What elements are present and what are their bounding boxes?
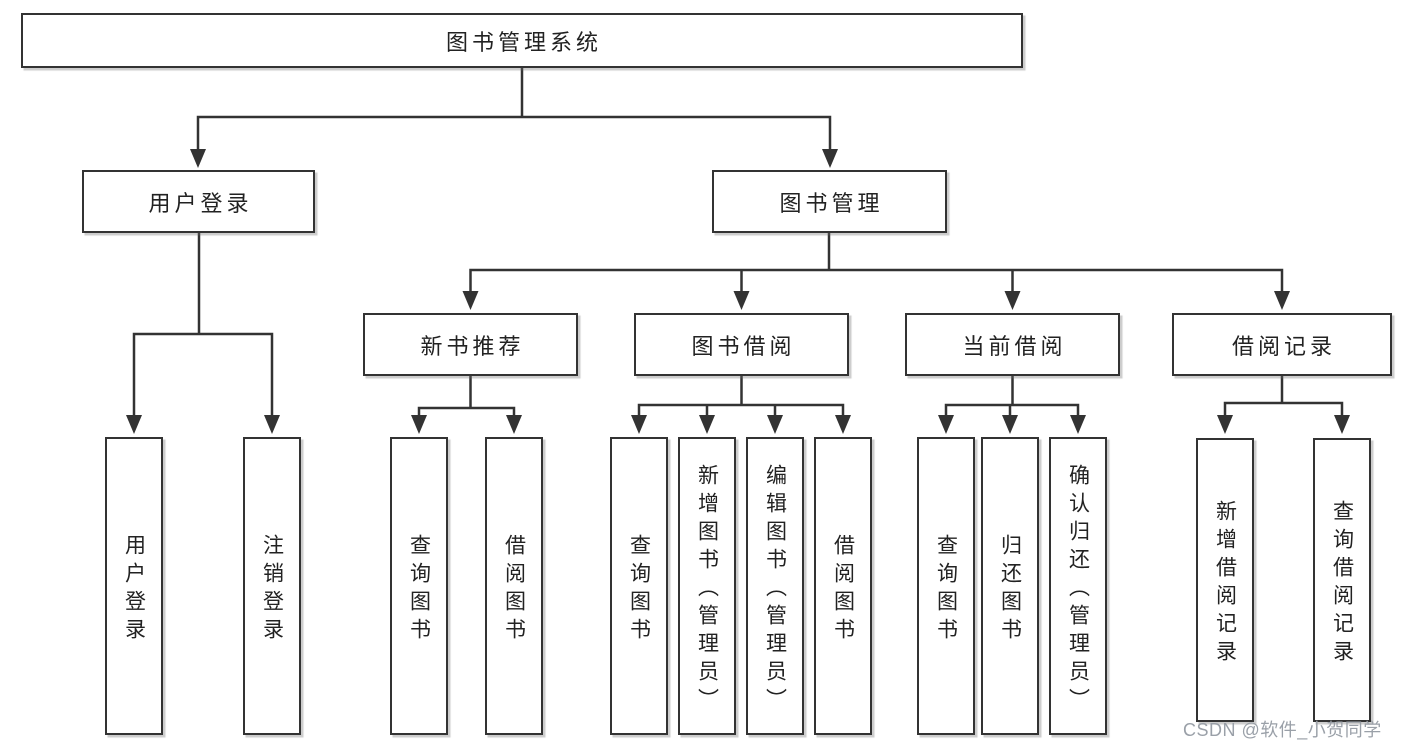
arrowhead-icon <box>506 415 522 434</box>
node-book-management: 图书管理 <box>712 170 947 233</box>
connector-user-login-to-leaves <box>132 233 274 416</box>
node-label: 图书管理 <box>779 190 884 216</box>
leaf-query-borrow-record: 查询借阅记录 <box>1313 438 1371 722</box>
node-current-borrowing: 当前借阅 <box>905 313 1120 376</box>
node-label: 新增借阅记录 <box>1213 499 1237 668</box>
arrowhead-icon <box>1070 415 1086 434</box>
arrowheads <box>126 149 1350 434</box>
node-user-login: 用户登录 <box>82 170 315 233</box>
node-label: 注销登录 <box>260 533 284 646</box>
node-borrowing-records: 借阅记录 <box>1172 313 1392 376</box>
leaf-query-books-recommend: 查询图书 <box>390 437 448 735</box>
node-label: 查询图书 <box>627 533 651 646</box>
node-label: 查询图书 <box>407 533 431 646</box>
arrowhead-icon <box>938 415 954 434</box>
arrowhead-icon <box>126 415 142 434</box>
connector-borrow-record-to-leaves <box>1223 376 1344 416</box>
leaf-query-books-current: 查询图书 <box>917 437 975 735</box>
node-label: 用户登录 <box>148 190 253 216</box>
connector-book-mgmt-to-level3 <box>469 233 1284 292</box>
csdn-watermark: CSDN @软件_小贺同学 <box>1183 720 1382 740</box>
node-label: 确认归还（管理员） <box>1066 463 1090 716</box>
node-book-borrowing: 图书借阅 <box>634 313 849 376</box>
arrowhead-icon <box>1004 291 1021 310</box>
node-label: 查询图书 <box>934 533 958 646</box>
leaf-return-books: 归还图书 <box>981 437 1039 735</box>
arrowhead-icon <box>631 415 647 434</box>
connector-new-book-rec-to-leaves <box>417 376 516 416</box>
arrowhead-icon <box>767 415 783 434</box>
arrowhead-icon <box>1334 415 1350 434</box>
leaf-borrow-books-recommend: 借阅图书 <box>485 437 543 735</box>
arrowhead-icon <box>699 415 715 434</box>
arrowhead-icon <box>822 149 838 168</box>
node-label: 图书借阅 <box>691 333 796 359</box>
connector-root-to-level2 <box>196 68 832 150</box>
node-label: 当前借阅 <box>962 333 1067 359</box>
node-label: 借阅图书 <box>831 533 855 646</box>
arrowhead-icon <box>264 415 280 434</box>
connector-current-borrow-to-leaves <box>944 376 1080 416</box>
leaf-add-books-admin: 新增图书（管理员） <box>678 437 736 735</box>
node-label: 归还图书 <box>998 533 1022 646</box>
arrowhead-icon <box>835 415 851 434</box>
arrowhead-icon <box>733 291 750 310</box>
arrowhead-icon <box>1274 291 1290 310</box>
node-label: 编辑图书（管理员） <box>763 463 787 716</box>
node-label: 图书管理系统 <box>445 29 602 55</box>
node-label: 新增图书（管理员） <box>695 463 719 716</box>
leaf-logout-login: 注销登录 <box>243 437 301 735</box>
leaf-user-login: 用户登录 <box>105 437 163 735</box>
leaf-query-books-borrowing: 查询图书 <box>610 437 668 735</box>
arrowhead-icon <box>411 415 427 434</box>
leaf-confirm-return-admin: 确认归还（管理员） <box>1049 437 1107 735</box>
connector-book-borrow-to-leaves <box>637 376 845 416</box>
leaf-edit-books-admin: 编辑图书（管理员） <box>746 437 804 735</box>
node-library-management-system: 图书管理系统 <box>21 13 1023 68</box>
node-label: 查询借阅记录 <box>1330 499 1354 668</box>
arrowhead-icon <box>1217 415 1233 434</box>
node-label: 借阅图书 <box>502 533 526 646</box>
arrowhead-icon <box>190 149 206 168</box>
arrowhead-icon <box>462 291 479 310</box>
leaf-borrow-books-borrowing: 借阅图书 <box>814 437 872 735</box>
leaf-add-borrow-record: 新增借阅记录 <box>1196 438 1254 722</box>
node-label: 借阅记录 <box>1231 333 1336 359</box>
arrowhead-icon <box>1002 415 1018 434</box>
node-label: 新书推荐 <box>420 333 525 359</box>
node-label: 用户登录 <box>122 533 146 646</box>
node-new-book-recommend: 新书推荐 <box>363 313 578 376</box>
